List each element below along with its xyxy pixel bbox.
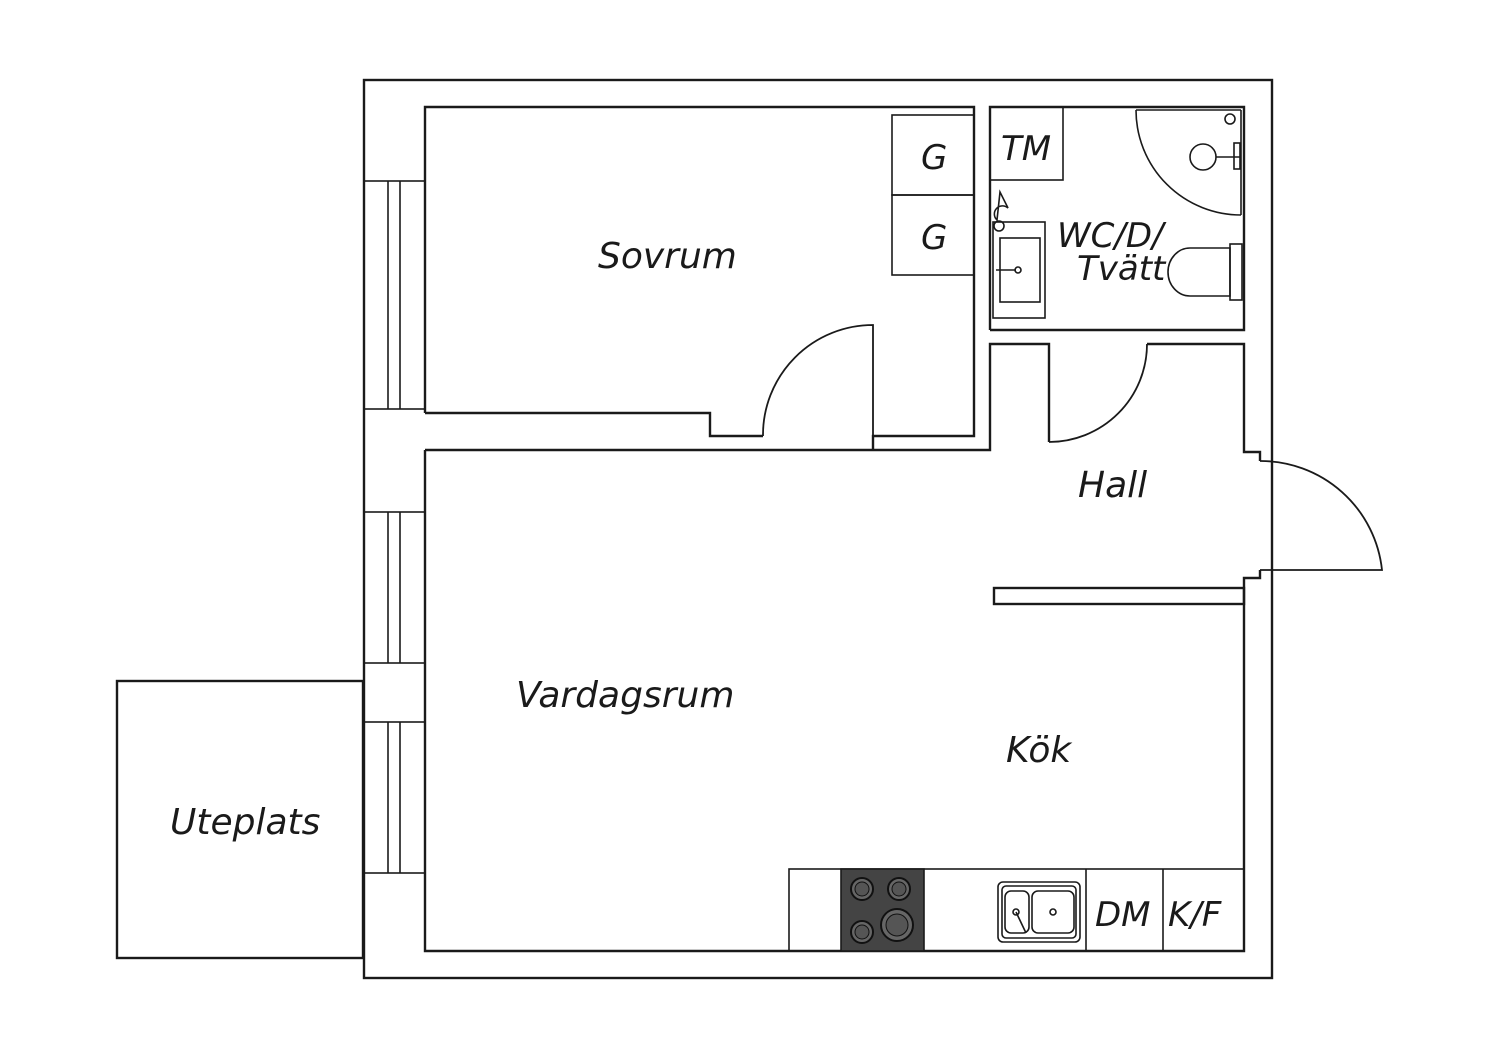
label-sovrum: Sovrum — [598, 236, 737, 277]
label-kok: Kök — [1006, 730, 1073, 771]
bathroom-walls — [988, 105, 1246, 332]
label-kf: K/F — [1168, 895, 1222, 935]
kitchen-counter — [788, 868, 1245, 952]
label-wardrobe-1: G — [921, 138, 947, 178]
label-wc-line1: WC/D/ — [1057, 216, 1167, 256]
shower — [1135, 109, 1242, 216]
label-wc-line2: Tvätt — [1077, 249, 1167, 289]
label-uteplats: Uteplats — [170, 802, 320, 843]
toilet — [1167, 243, 1243, 301]
bathroom-sink — [992, 189, 1046, 319]
outer-wall — [362, 78, 1274, 980]
label-dm: DM — [1095, 895, 1151, 935]
doors — [762, 324, 1384, 571]
label-vardagsrum: Vardagsrum — [516, 675, 734, 716]
windows-left — [363, 180, 426, 874]
living-room-walls — [423, 342, 1262, 953]
label-hall: Hall — [1078, 465, 1147, 506]
wardrobes — [891, 114, 975, 276]
label-tm: TM — [1001, 129, 1051, 169]
label-wardrobe-2: G — [921, 218, 947, 258]
